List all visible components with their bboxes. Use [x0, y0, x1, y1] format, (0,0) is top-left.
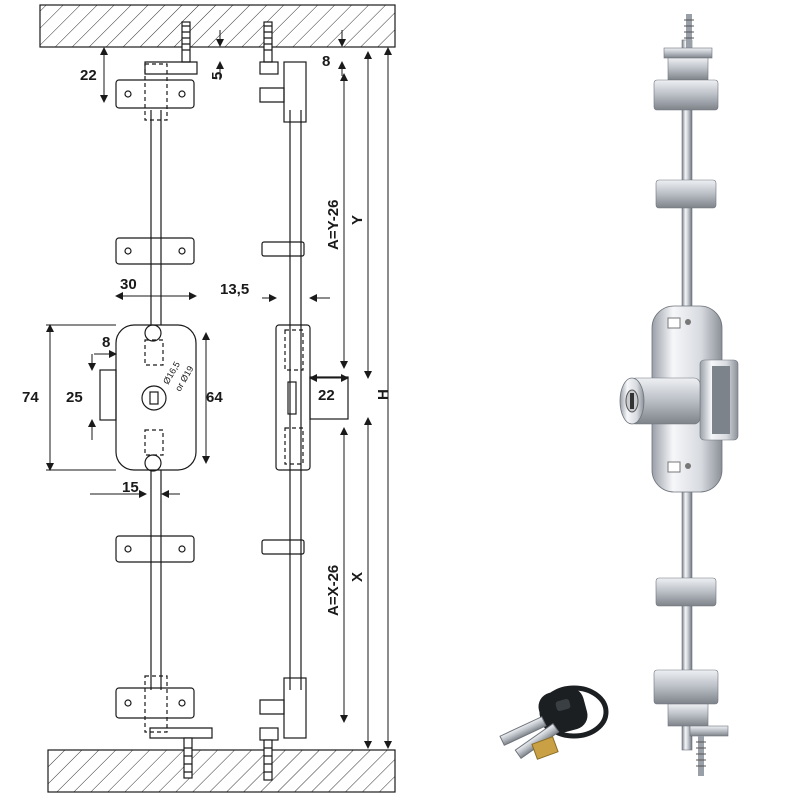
side-view — [259, 21, 349, 781]
dim-bolt-projection: 22 — [318, 387, 335, 404]
top-screw — [663, 14, 713, 81]
dim-cylinder-height: 25 — [66, 389, 83, 406]
dim-slot-height: 64 — [206, 389, 223, 406]
dim-total-height: H — [375, 389, 392, 400]
dim-rod-a-upper: A=Y-26 — [325, 200, 342, 250]
key-cylinder-front — [141, 385, 167, 411]
dim-key-offset: 8 — [102, 334, 110, 351]
lock-case-render — [619, 305, 739, 493]
dim-upper-length: Y — [349, 215, 366, 225]
keys-icon — [499, 685, 609, 760]
lock-case-front — [115, 324, 197, 471]
dim-bottom-offset: 15 — [122, 479, 139, 496]
dim-case-width: 30 — [120, 276, 137, 293]
lower-guide — [655, 577, 717, 607]
dim-top-offset: 8 — [322, 53, 330, 70]
dim-top-gap: 22 — [80, 67, 97, 84]
technical-drawing — [39, 4, 396, 793]
dim-top-small: 5 — [209, 72, 226, 80]
dimension-lines — [46, 30, 392, 749]
dim-rod-a-lower: A=X-26 — [325, 565, 342, 616]
front-view — [99, 21, 213, 779]
dim-lower-length: X — [349, 572, 366, 582]
dim-case-height: 74 — [22, 389, 39, 406]
dim-bolt-offset: 13,5 — [220, 281, 249, 298]
frame-bottom — [47, 749, 396, 793]
upper-guide — [655, 179, 717, 209]
lock-case-side — [275, 324, 311, 471]
bottom-screw — [667, 703, 729, 776]
dimension-labels: 22 5 8 A=Y-26 Y 30 13,5 8 74 25 64 22 H … — [22, 53, 392, 616]
product-render — [499, 14, 739, 776]
